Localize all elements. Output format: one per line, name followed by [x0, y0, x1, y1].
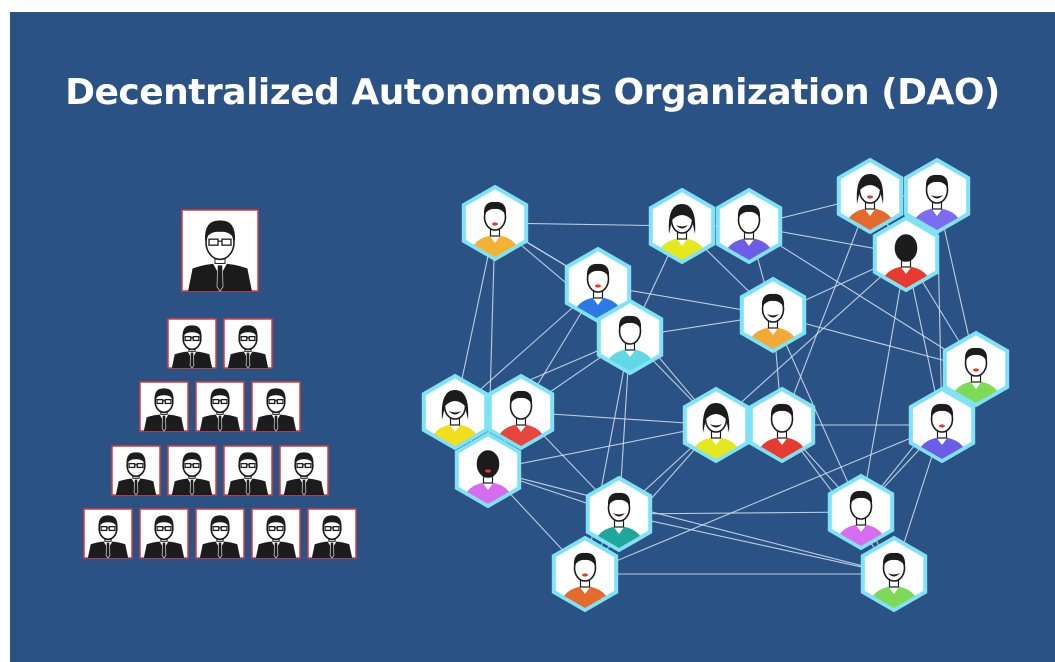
subordinate-avatar: [167, 445, 217, 496]
connection-line: [584, 424, 943, 575]
member-node: [487, 373, 555, 451]
subordinate-avatar: [223, 318, 273, 369]
network-nodes: [421, 157, 1010, 613]
connection-line: [860, 253, 907, 513]
member-node: [836, 157, 904, 235]
member-node: [860, 535, 928, 613]
member-node: [421, 373, 489, 451]
connection-line: [772, 314, 862, 513]
member-node: [648, 187, 716, 265]
member-node: [454, 431, 522, 509]
subordinate-avatar: [167, 318, 217, 369]
member-node: [872, 215, 940, 293]
connection-line: [487, 469, 895, 575]
subordinate-avatar: [279, 445, 329, 496]
member-node: [903, 157, 971, 235]
subordinate-avatar: [195, 508, 245, 559]
leader-avatar: [181, 209, 259, 292]
member-node: [585, 475, 653, 553]
connection-line: [487, 424, 717, 471]
member-node: [739, 276, 807, 354]
subordinate-avatar: [195, 381, 245, 432]
hierarchy-pyramid: [83, 209, 357, 559]
connection-line: [618, 513, 895, 575]
member-node: [908, 386, 976, 464]
member-node: [748, 386, 816, 464]
member-node: [551, 535, 619, 613]
member-node: [715, 187, 783, 265]
connection-line: [772, 314, 977, 370]
member-node: [682, 386, 750, 464]
dao-panel: Decentralized Autonomous Organization (D…: [10, 12, 1055, 662]
subordinate-avatar: [139, 508, 189, 559]
subordinate-avatar: [83, 508, 133, 559]
connection-line: [781, 195, 871, 426]
dao-diagram: [83, 157, 1010, 613]
subordinate-avatar: [251, 508, 301, 559]
connection-line: [715, 253, 907, 426]
subordinate-avatar: [111, 445, 161, 496]
member-node: [564, 246, 632, 324]
member-node: [596, 298, 664, 376]
page-title: Decentralized Autonomous Organization (D…: [65, 72, 1000, 113]
member-node: [461, 184, 529, 262]
subordinate-avatar: [223, 445, 273, 496]
subordinate-avatar: [307, 508, 357, 559]
member-node: [827, 473, 895, 551]
subordinate-avatar: [139, 381, 189, 432]
connection-line: [748, 225, 977, 370]
subordinate-avatar: [251, 381, 301, 432]
